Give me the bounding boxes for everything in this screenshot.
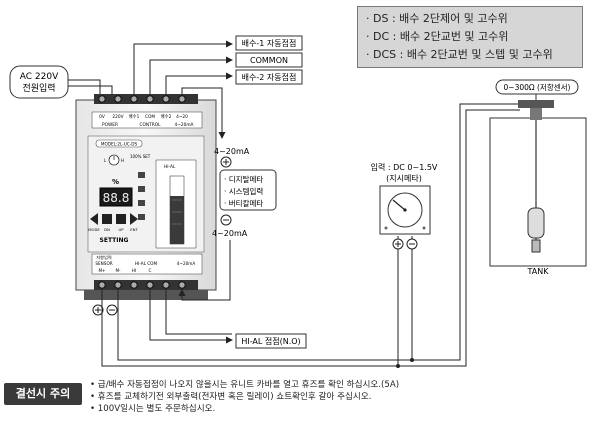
- led-2: [138, 186, 145, 192]
- diagram-text: · 버티칼메타: [224, 198, 263, 208]
- diagram-text: HI: [132, 268, 136, 273]
- top-term-label: 배수2: [161, 113, 172, 120]
- ma-bottom-label: 4~20mA: [212, 229, 248, 238]
- tank-label: TANK: [527, 267, 550, 276]
- led-1: [138, 172, 145, 178]
- control-section-label: CONTROL: [140, 122, 162, 128]
- top-term-label: 4~20: [176, 114, 188, 120]
- level-display: 88.8: [103, 191, 130, 205]
- notice-badge: 결선시 주의: [4, 383, 82, 405]
- gauge-type-label: (지시메타): [386, 174, 422, 183]
- top-term-label: 0V: [99, 114, 105, 120]
- down-button[interactable]: [102, 214, 112, 224]
- output-section-label: 4~20mA: [175, 122, 194, 128]
- diagram-text: M-: [115, 268, 121, 273]
- ma-top-label: 4~20mA: [214, 147, 250, 156]
- model-legend: · DS : 배수 2단제어 및 고수위 · DC : 배수 2단교번 및 고수…: [357, 6, 583, 68]
- diagram-text: 전원입력: [22, 82, 55, 94]
- gauge-input-label: 입력 : DC 0~1.5V: [371, 162, 438, 172]
- button-row: [90, 213, 138, 225]
- tank: TANK: [489, 100, 587, 276]
- diagram-text: 0~300Ω (저항센서): [504, 82, 571, 92]
- diagram-text: DN: [104, 227, 110, 232]
- level-controller: 0V 220V 배수1 COM 배수2 4~20 POWER CONTROL 4…: [75, 94, 217, 300]
- bottom-output-label: 4~20mA: [177, 261, 196, 266]
- diagram-text: C: [149, 268, 152, 273]
- power-section-label: POWER: [102, 122, 118, 128]
- percent-label: %: [112, 178, 119, 186]
- up-button[interactable]: [116, 214, 126, 224]
- diagram-text: · 디지탈메타: [224, 175, 263, 184]
- diagram-text: 배수-2 자동접점: [242, 72, 297, 82]
- notice-line: • 100V일시는 별도 주문하십시오.: [90, 404, 216, 414]
- diagram-text: AC 220V: [20, 72, 59, 82]
- hi-al-contact-label: HI-AL 접점(N.O): [235, 333, 307, 349]
- legend-dcs: · DCS : 배수 2단교번 및 스텝 및 고수위: [366, 48, 553, 61]
- sensor-range-label: 0~300Ω (저항센서): [495, 79, 579, 95]
- meter-options-box: · 디지탈메타 · 시스템입력 · 버티칼메타: [219, 169, 277, 211]
- diagram-text: COMMON: [250, 56, 288, 65]
- ac-supply-label: AC 220V 전원입력: [9, 65, 69, 99]
- set-label: 100% SET: [130, 154, 151, 159]
- level-bar: [170, 196, 184, 244]
- hi-al-com-label: HI-AL COM: [135, 261, 158, 266]
- enter-button[interactable]: [130, 213, 138, 225]
- common-label: COMMON: [235, 52, 303, 68]
- model-label: MODEL:2L-UC-DS: [101, 142, 138, 147]
- diagram-text: M+: [98, 268, 106, 273]
- diagram-text: UP: [118, 227, 124, 232]
- notice-lines: • 급/배수 자동접점이 나오지 않을시는 유니트 카바를 열고 휴즈를 확인 …: [90, 379, 399, 415]
- wiring-notice: 결선시 주의 • 급/배수 자동접점이 나오지 않을시는 유니트 카바를 열고 …: [0, 377, 600, 421]
- legend-dc: · DC : 배수 2단교번 및 고수위: [366, 30, 509, 43]
- knob-mark-high: H: [121, 158, 124, 163]
- notice-line: • 휴즈를 교체하기전 외부출력(전자변 혹은 릴레이) 쇼트확인후 갈아 주십…: [90, 392, 372, 402]
- hi-al-label: HI-AL: [164, 164, 176, 170]
- top-term-label: COM: [145, 114, 155, 120]
- diagram-text: ENT: [130, 227, 138, 232]
- sensor-top-label: 저항입력: [96, 254, 112, 261]
- top-term-label: 220V: [112, 114, 123, 120]
- top-term-label: 배수1: [129, 113, 140, 120]
- indicator-meter: [379, 185, 431, 235]
- led-4: [138, 214, 145, 220]
- led-3: [138, 200, 145, 206]
- drain2-contact-label: 배수-2 자동접점: [235, 69, 303, 85]
- diagram-text: 배수-1 자동접점: [242, 38, 297, 48]
- sensor-label: SENSOR: [95, 261, 112, 266]
- diagram-text: · 시스템입력: [224, 186, 263, 196]
- diagram-text: MODE: [88, 227, 100, 232]
- top-terminal-block: [94, 94, 198, 104]
- drain1-contact-label: 배수-1 자동접점: [235, 35, 303, 51]
- bottom-terminal-block: [94, 280, 198, 290]
- diagram-text: HI-AL 접점(N.O): [241, 336, 300, 346]
- setting-label: SETTING: [100, 237, 129, 244]
- mode-button[interactable]: [90, 213, 98, 225]
- legend-ds: · DS : 배수 2단제어 및 고수위: [366, 12, 508, 25]
- notice-line: • 급/배수 자동접점이 나오지 않을시는 유니트 카바를 열고 휴즈를 확인 …: [90, 380, 400, 390]
- knob-mark-low: L: [104, 158, 107, 163]
